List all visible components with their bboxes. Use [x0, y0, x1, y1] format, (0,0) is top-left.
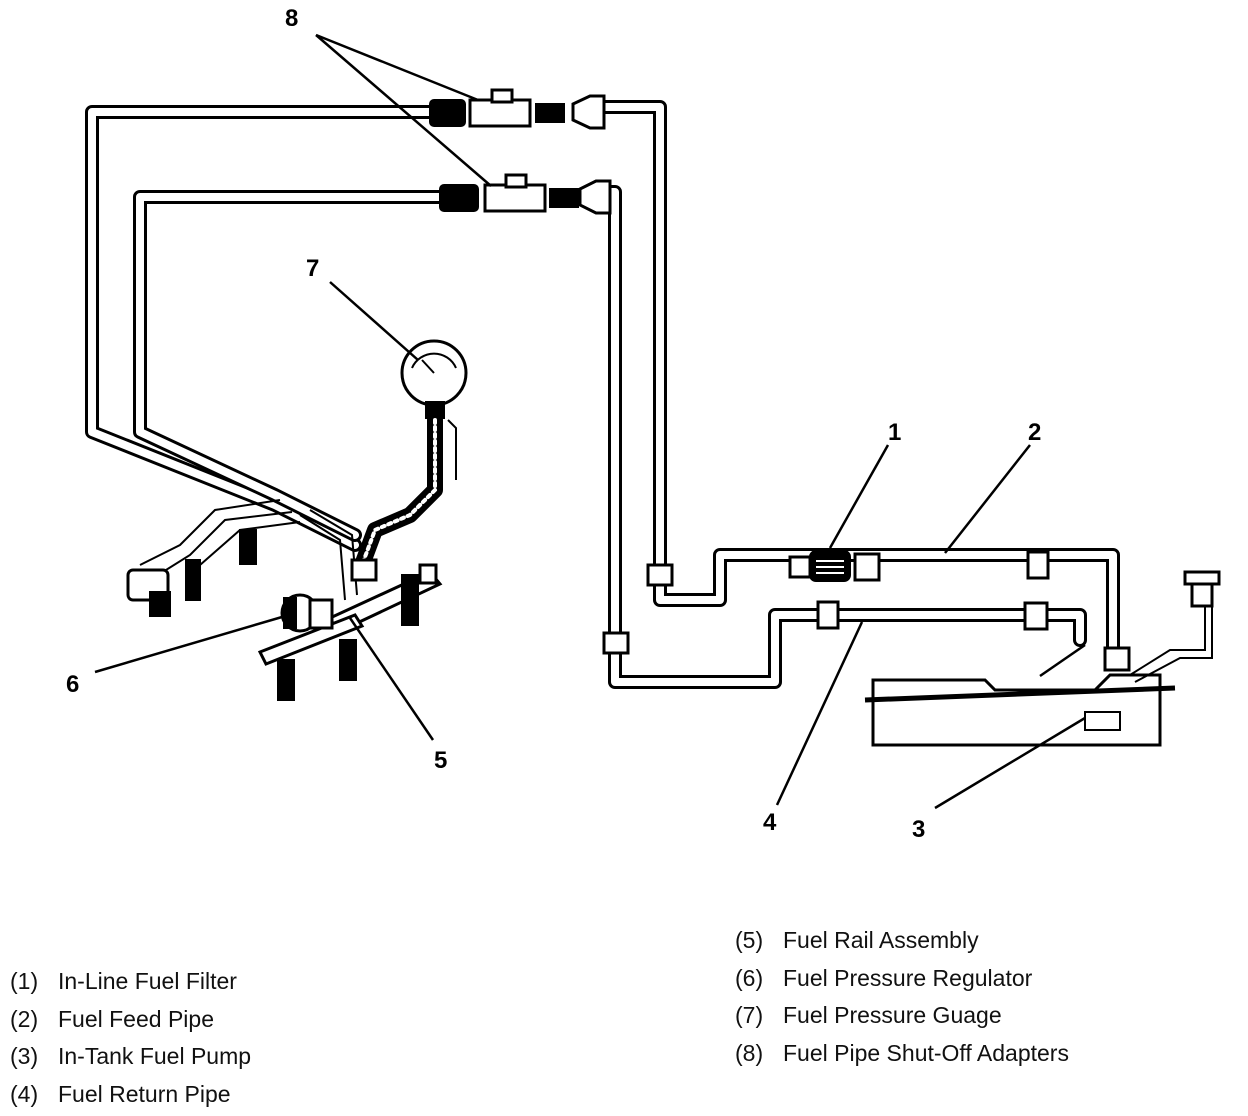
callout-5: 5: [434, 747, 447, 774]
shut-off-adapter-lower: [439, 173, 612, 215]
legend-item: (6)Fuel Pressure Regulator: [735, 964, 1033, 991]
fuel-return-pipe: [593, 185, 1087, 689]
fuel-tank: [864, 570, 1221, 747]
callout-2: 2: [1028, 419, 1041, 446]
lower-pipe-loop: [133, 190, 447, 542]
legend-item: (7)Fuel Pressure Guage: [735, 1002, 1002, 1028]
fuel-feed-pipe: [593, 100, 1120, 657]
callout-3: 3: [912, 816, 925, 843]
leader-lines: [94, 33, 1086, 810]
legend-item: (3)In-Tank Fuel Pump: [10, 1043, 252, 1069]
shut-off-adapter-upper: [429, 88, 606, 130]
callout-6: 6: [66, 671, 79, 698]
legend-item: (4)Fuel Return Pipe: [10, 1080, 231, 1107]
legend-item: (5)Fuel Rail Assembly: [735, 927, 979, 953]
legend-item: (1)In-Line Fuel Filter: [10, 968, 237, 994]
fuel-pressure-gauge: [354, 339, 468, 573]
callout-8: 8: [285, 5, 298, 32]
fuel-pressure-regulator: [280, 593, 334, 633]
legend-item: (2)Fuel Feed Pipe: [10, 1005, 214, 1032]
legend-item: (8)Fuel Pipe Shut-Off Adapters: [735, 1039, 1069, 1066]
callout-7: 7: [306, 255, 319, 282]
callout-4: 4: [763, 809, 777, 836]
inline-fuel-filter: [788, 550, 1050, 631]
pipe-clips: [602, 563, 674, 655]
legend-left: (1)In-Line Fuel Filter (2)Fuel Feed Pipe…: [10, 963, 251, 1113]
callout-1: 1: [888, 419, 901, 446]
callout-labels: 8 7 1 2 6 5 4 3: [66, 5, 1041, 843]
upper-pipe-loop: [85, 105, 447, 552]
legend-right: (5)Fuel Rail Assembly (6)Fuel Pressure R…: [735, 922, 1069, 1072]
